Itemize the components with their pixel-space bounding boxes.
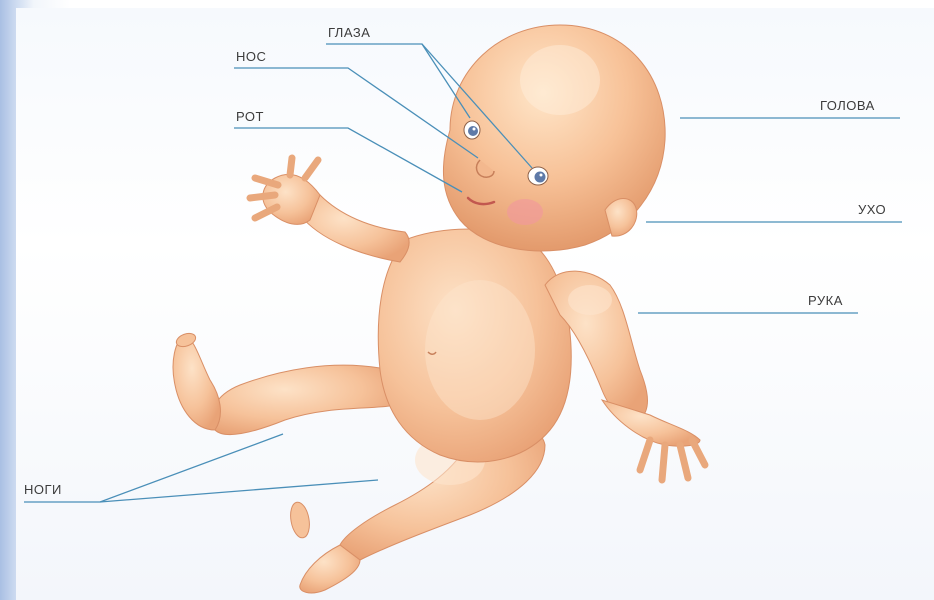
- nose-line: [234, 68, 478, 158]
- label-nose: НОС: [236, 49, 266, 64]
- left-arm: [250, 158, 409, 262]
- label-mouth: РОТ: [236, 109, 264, 124]
- legs-line-1: [24, 434, 283, 502]
- cheek: [507, 199, 543, 225]
- torso: [378, 229, 571, 462]
- label-arm: РУКА: [808, 293, 843, 308]
- label-head: ГОЛОВА: [820, 98, 875, 113]
- legs-line-2: [100, 480, 378, 502]
- left-leg: [173, 331, 395, 435]
- label-legs: НОГИ: [24, 482, 62, 497]
- label-eyes: ГЛАЗА: [328, 25, 370, 40]
- head: [443, 25, 665, 251]
- eyes-line-1: [326, 44, 470, 118]
- label-ear: УХО: [858, 202, 886, 217]
